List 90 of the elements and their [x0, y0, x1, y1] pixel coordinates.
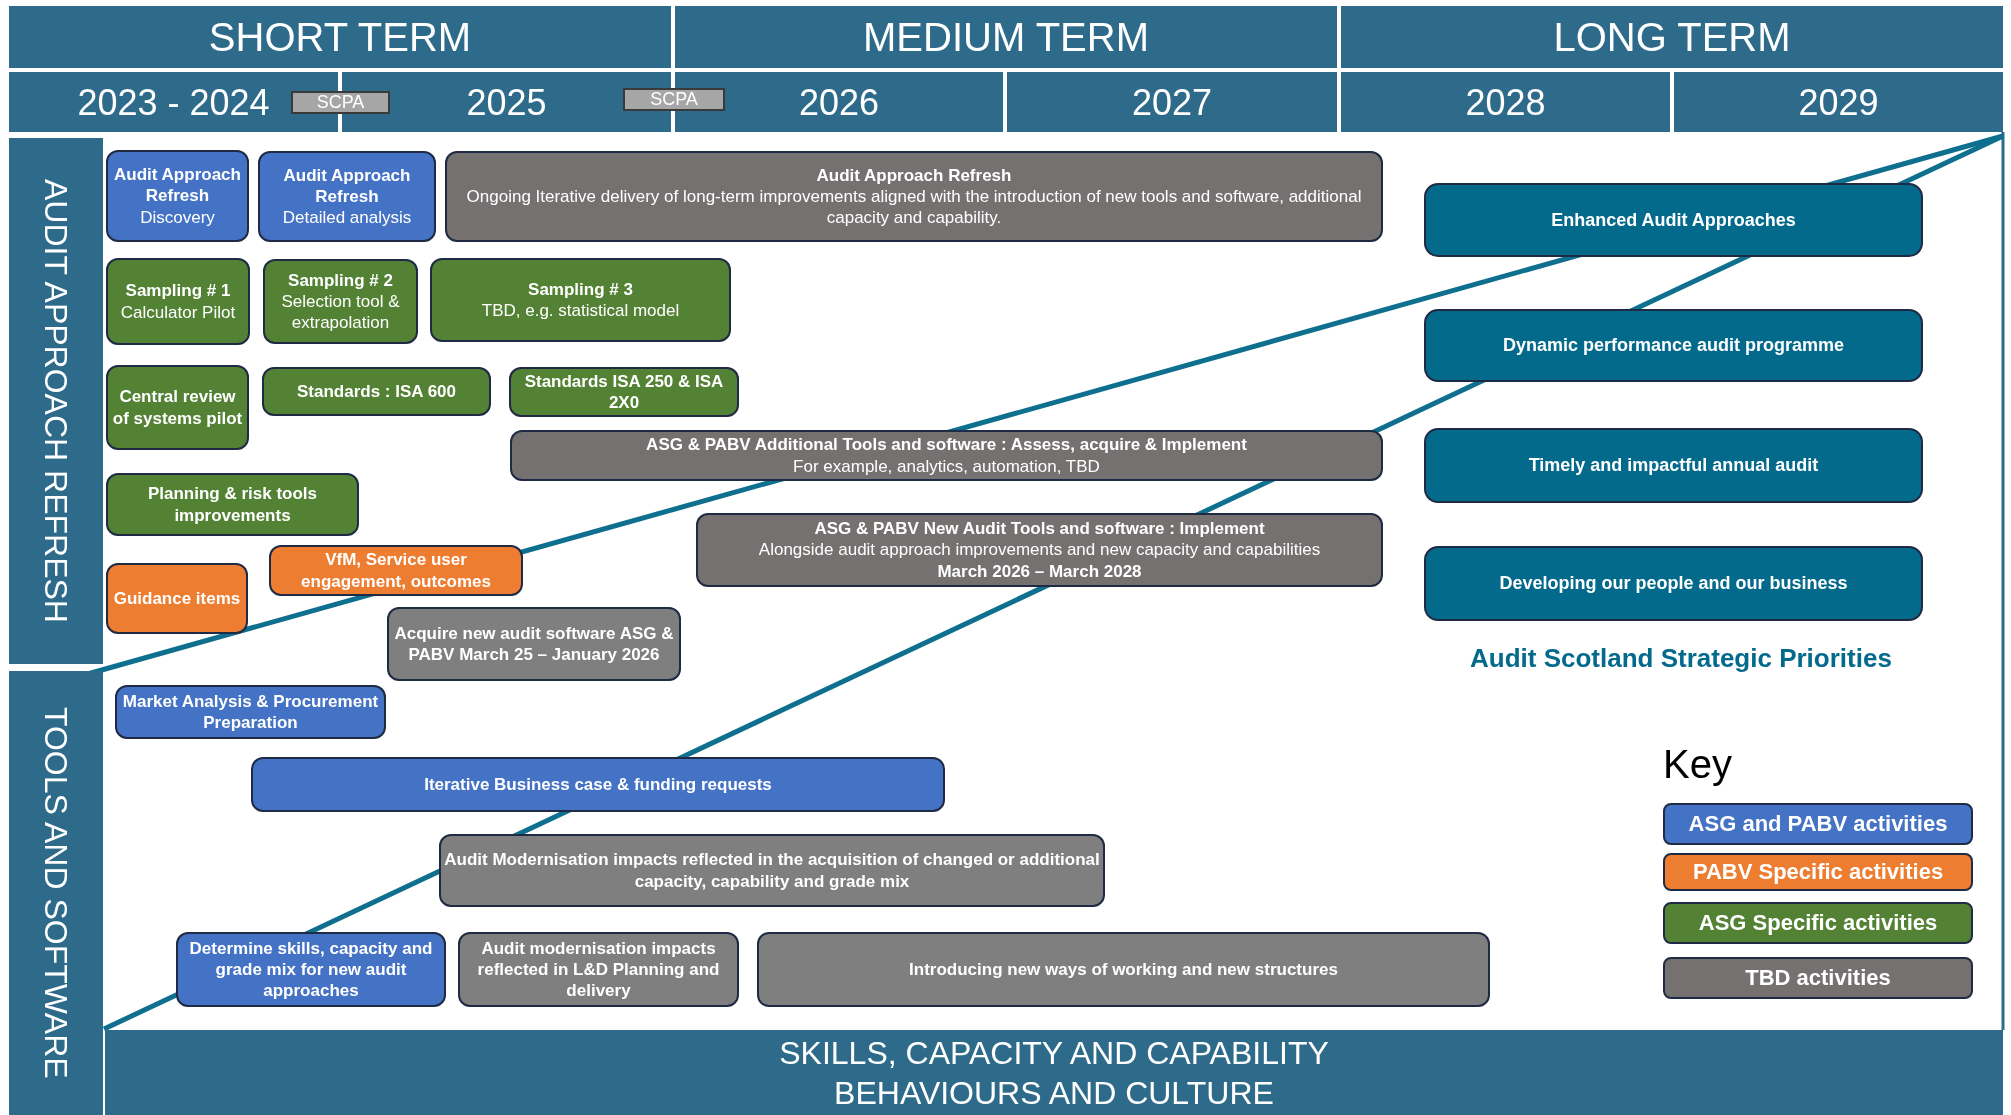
activity-title: Market Analysis & Procurement Preparation: [121, 690, 380, 734]
activity-title: Guidance items: [113, 587, 241, 610]
activity-title: Sampling # 3: [528, 278, 633, 300]
activity-detail: TBD, e.g. statistical model: [481, 300, 680, 322]
priority-title: Enhanced Audit Approaches: [1551, 208, 1796, 232]
priority-title: Timely and impactful annual audit: [1528, 454, 1819, 477]
year-header: [1341, 72, 1670, 132]
legend-label: ASG and PABV activities: [1688, 811, 1948, 837]
activity-detail: Ongoing Iterative delivery of long-term improvements aligned with the introduction of new tools and software, additional capacity and capability.: [465, 185, 1363, 229]
swimlane-band: [9, 671, 103, 1115]
swimlane-band: [9, 138, 103, 664]
activity-title: Iterative Business case & funding requests: [424, 773, 772, 796]
activity-box: [696, 513, 1383, 587]
activity-box: [106, 150, 249, 242]
key-title: Key: [1663, 742, 1732, 787]
activity-title: Introducing new ways of working and new structures: [909, 958, 1338, 981]
priority-title: Developing our people and our business: [1499, 572, 1848, 595]
activity-box: [115, 685, 386, 739]
term-header: [1341, 6, 2003, 68]
activity-title: VfM, Service user engagement, outcomes: [300, 549, 492, 592]
activity-detail: Detailed analysis: [282, 207, 412, 229]
activity-box: [258, 151, 436, 242]
activity-box: [106, 258, 250, 345]
swimlane-title: AUDIT APPROACH REFRESH: [37, 179, 75, 623]
activity-detail: Discovery: [140, 206, 215, 228]
term-header: [9, 6, 671, 68]
year-header: [1674, 72, 2003, 132]
term-title: MEDIUM TERM: [863, 14, 1149, 61]
activity-title: March 2026 – March 2028: [937, 560, 1142, 582]
section-caption: Audit Scotland Strategic Priorities: [1470, 643, 1892, 674]
activity-title: Sampling # 2: [288, 269, 393, 291]
activity-box: [176, 932, 446, 1007]
activity-title: Audit Approach Refresh: [816, 164, 1012, 186]
activity-box: [439, 834, 1105, 907]
priority-title: Dynamic performance audit programme: [1502, 334, 1845, 357]
priority-box: [1424, 428, 1923, 503]
activity-box: [269, 545, 523, 596]
scpa-label: SCPA: [316, 91, 365, 114]
activity-title: Audit Approach Refresh: [282, 164, 412, 208]
year-label: 2027: [1131, 80, 1213, 125]
legend-label: PABV Specific activities: [1692, 859, 1944, 885]
activity-title: Sampling # 1: [125, 280, 231, 302]
priority-box: [1424, 546, 1923, 621]
foundation-title: SKILLS, CAPACITY AND CAPABILITY BEHAVIOURS AND CULTURE: [778, 1033, 1330, 1113]
priority-box: [1424, 309, 1923, 382]
legend-label: TBD activities: [1745, 965, 1891, 991]
activity-title: Audit Approach Refresh: [113, 164, 242, 207]
scpa-marker: [623, 88, 725, 111]
activity-title: Standards ISA 250 & ISA 2X0: [523, 370, 725, 414]
activity-box: [263, 259, 418, 344]
activity-box: [510, 430, 1383, 481]
activity-box: [106, 365, 249, 450]
activity-box: [251, 757, 945, 812]
year-label: 2025: [466, 80, 547, 125]
activity-title: Central review of systems pilot: [111, 386, 244, 429]
activity-title: ASG & PABV New Audit Tools and software : Implement: [814, 518, 1265, 540]
activity-box: [430, 258, 731, 342]
activity-detail: Selection tool & extrapolation: [280, 290, 401, 334]
activity-box: [387, 607, 681, 681]
term-title: SHORT TERM: [208, 14, 472, 61]
term-header: [675, 6, 1337, 68]
scpa-label: SCPA: [650, 88, 698, 111]
scpa-marker: [291, 91, 390, 114]
priority-box: [1424, 183, 1923, 257]
foundation-band: [105, 1030, 2003, 1115]
activity-title: Audit modernisation impacts reflected in L&D Planning and delivery: [476, 937, 721, 1002]
activity-title: Standards : ISA 600: [296, 380, 456, 403]
activity-box: [445, 151, 1383, 242]
year-label: 2028: [1465, 80, 1546, 125]
activity-title: ASG & PABV Additional Tools and software : Assess, acquire & Implement: [646, 434, 1247, 456]
year-header: [1007, 72, 1337, 132]
year-label: 2023 - 2024: [77, 80, 270, 125]
year-label: 2029: [1798, 80, 1879, 125]
activity-detail: Alongside audit approach improvements and new capacity and capabilities: [758, 539, 1321, 561]
activity-detail: For example, analytics, automation, TBD: [793, 455, 1100, 477]
activity-box: [757, 932, 1490, 1007]
activity-box: [262, 367, 491, 416]
term-title: LONG TERM: [1553, 14, 1791, 61]
activity-box: [458, 932, 739, 1007]
activity-title: Determine skills, capacity and grade mix for new audit approaches: [188, 937, 434, 1002]
legend-label: ASG Specific activities: [1698, 910, 1938, 936]
swimlane-title: TOOLS AND SOFTWARE: [37, 707, 75, 1079]
activity-title: Planning & risk tools improvements: [146, 483, 319, 526]
activity-box: [106, 563, 248, 634]
activity-box: [106, 473, 359, 536]
activity-detail: Calculator Pilot: [120, 301, 236, 323]
activity-box: [509, 367, 739, 417]
activity-title: Acquire new audit software ASG & PABV March 25 – January 2026: [393, 622, 675, 666]
year-label: 2026: [798, 80, 880, 125]
activity-title: Audit Modernisation impacts reflected in the acquisition of changed or additional capacity, capability and grade mix: [444, 849, 1100, 892]
